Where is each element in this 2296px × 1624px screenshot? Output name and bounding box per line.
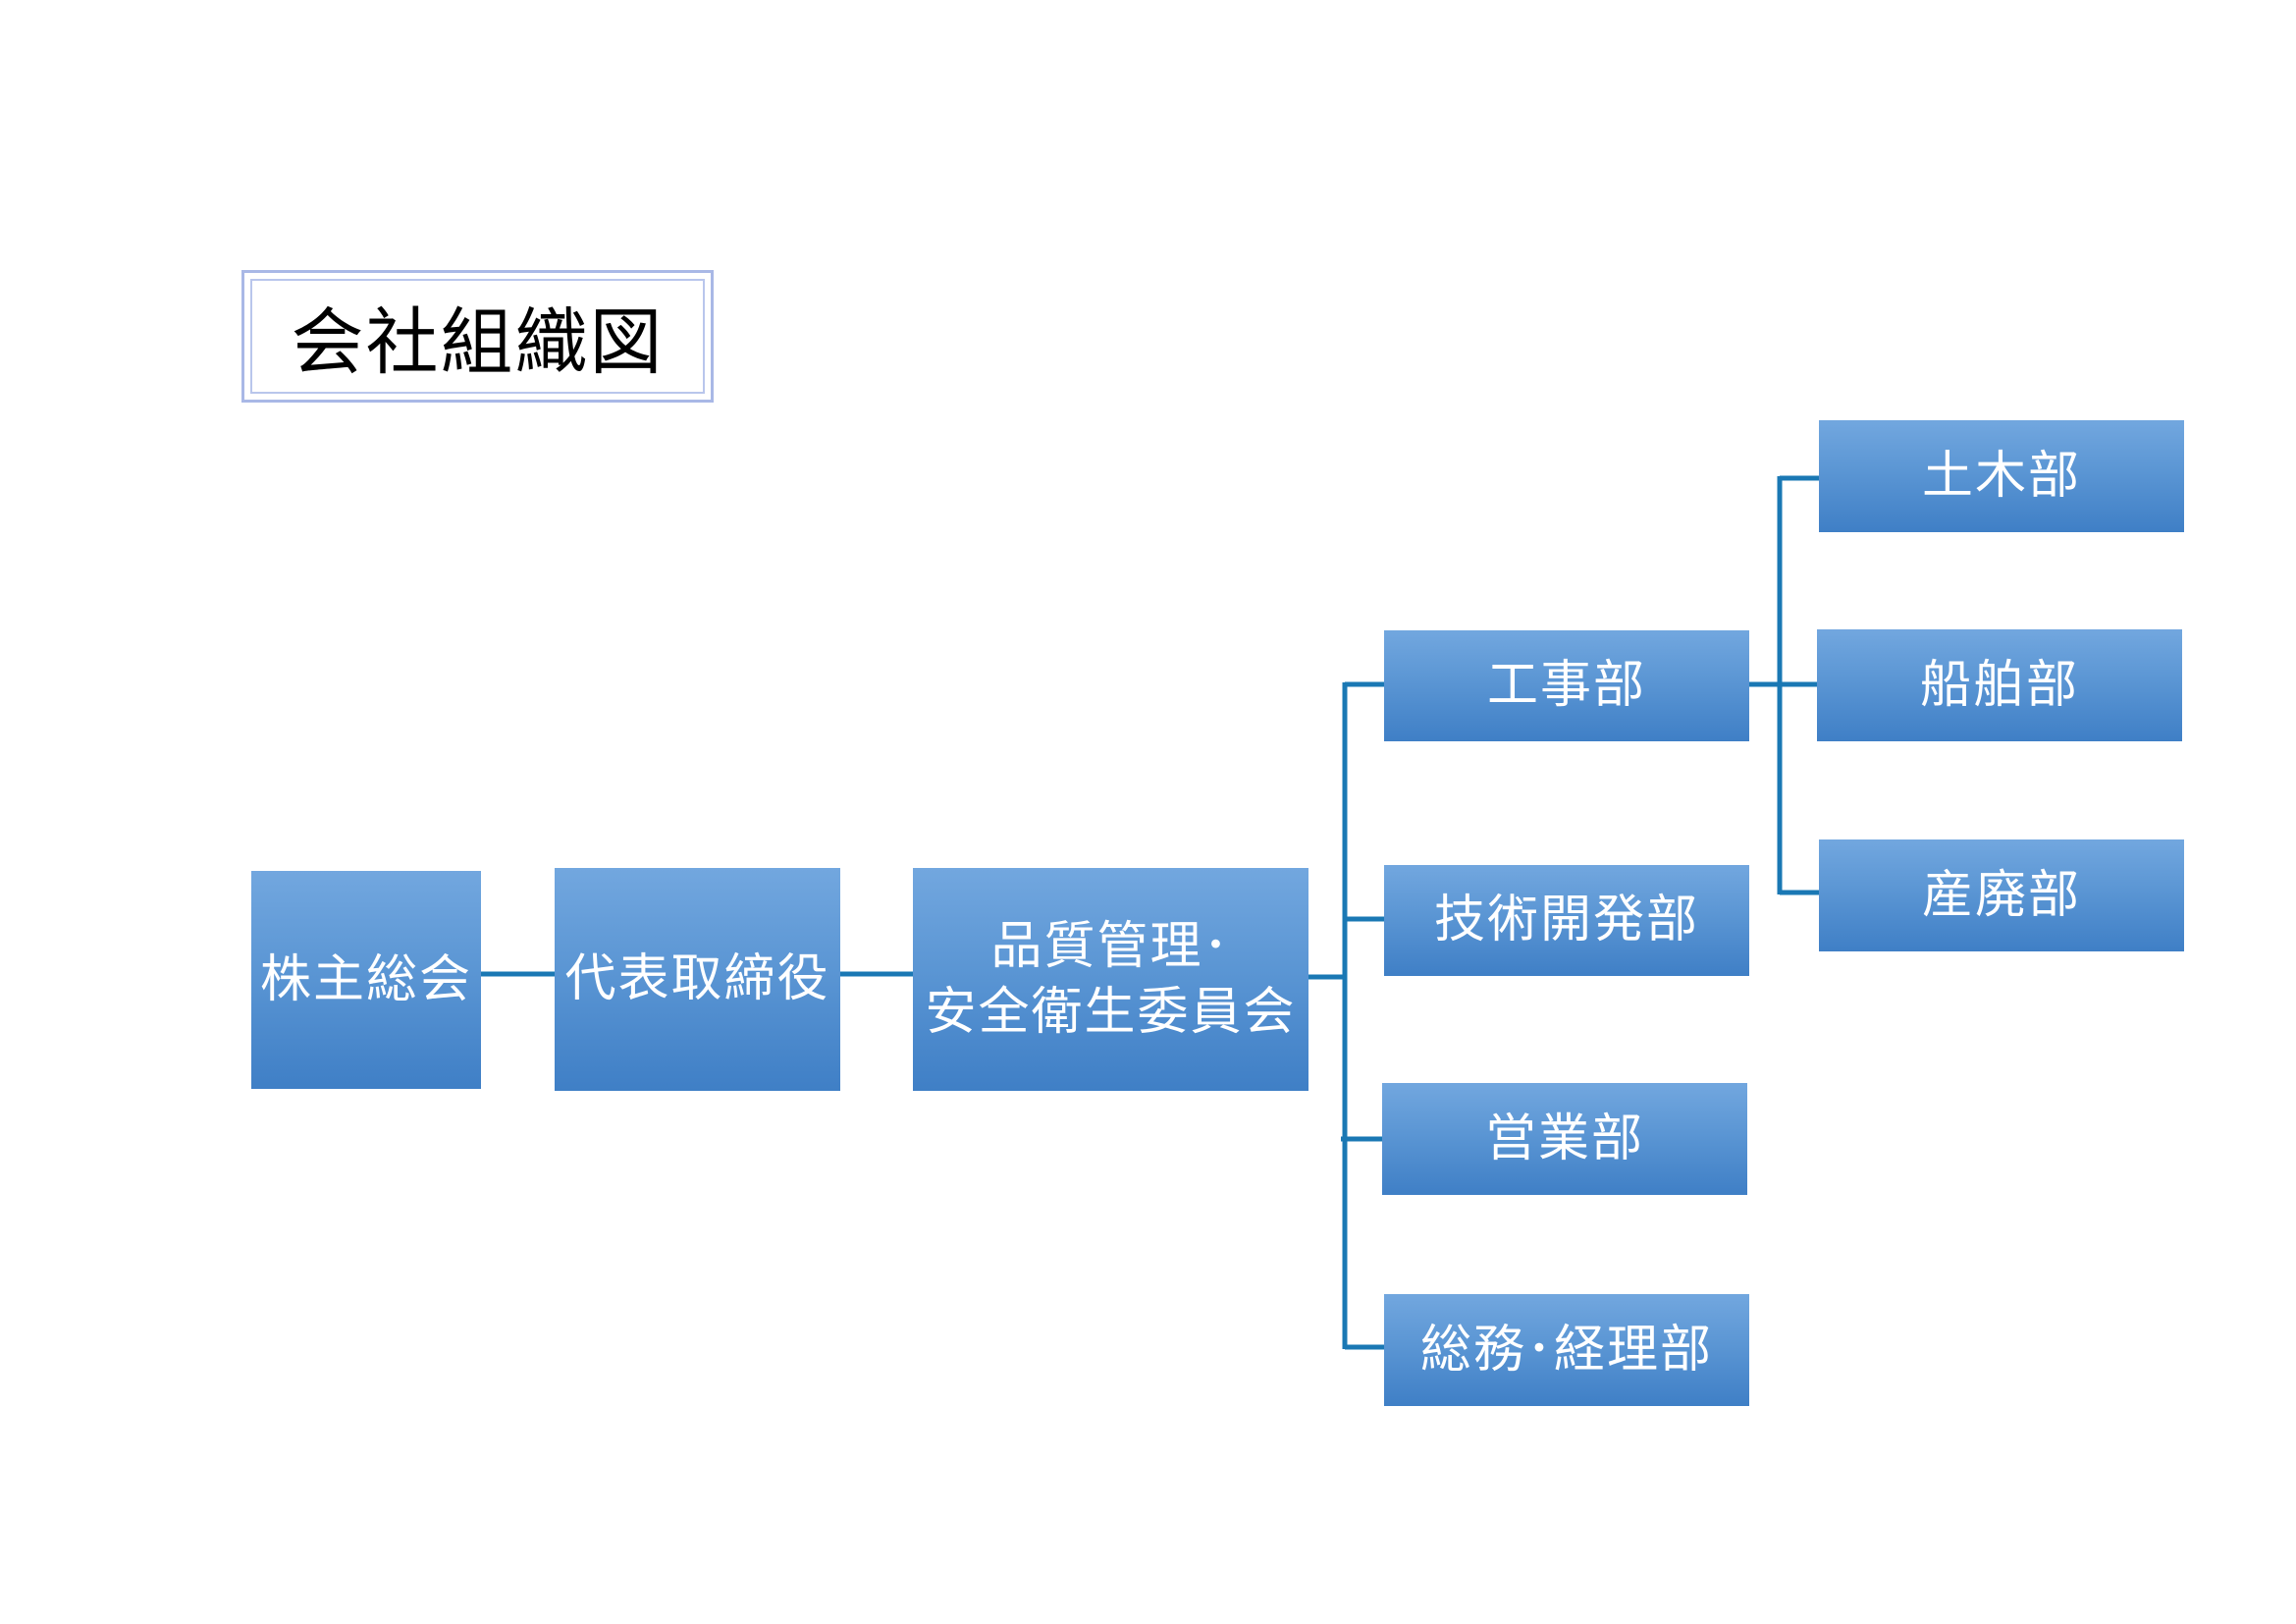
node-representative-director: 代表取締役 — [555, 868, 840, 1091]
node-construction-dept-label: 工事部 — [1486, 656, 1646, 716]
node-industrial-waste-dept: 産廃部 — [1819, 839, 2184, 951]
node-civil-engineering-dept-label: 土木部 — [1921, 446, 2081, 506]
node-general-affairs-dept: 総務･経理部 — [1384, 1294, 1749, 1406]
node-sales-dept: 営業部 — [1382, 1083, 1747, 1195]
node-quality-safety-committee: 品質管理･ 安全衛生委員会 — [913, 868, 1308, 1091]
node-representative-director-label: 代表取締役 — [564, 949, 830, 1009]
node-sales-dept-label: 営業部 — [1484, 1109, 1644, 1168]
node-quality-safety-committee-label: 品質管理･ 安全衛生委員会 — [925, 916, 1297, 1042]
node-civil-engineering-dept: 土木部 — [1819, 420, 2184, 532]
node-general-affairs-dept-label: 総務･経理部 — [1419, 1320, 1713, 1380]
node-tech-dev-dept: 技術開発部 — [1384, 865, 1749, 976]
node-construction-dept: 工事部 — [1384, 630, 1749, 741]
node-marine-dept: 船舶部 — [1817, 629, 2182, 741]
title-box: 会社組織図 — [241, 270, 714, 403]
page-title: 会社組織図 — [291, 300, 665, 385]
node-industrial-waste-dept-label: 産廃部 — [1921, 865, 2081, 925]
node-tech-dev-dept-label: 技術開発部 — [1433, 891, 1699, 950]
node-shareholders-meeting-label: 株主総会 — [259, 949, 472, 1009]
node-marine-dept-label: 船舶部 — [1919, 655, 2079, 715]
node-shareholders-meeting: 株主総会 — [251, 871, 481, 1089]
